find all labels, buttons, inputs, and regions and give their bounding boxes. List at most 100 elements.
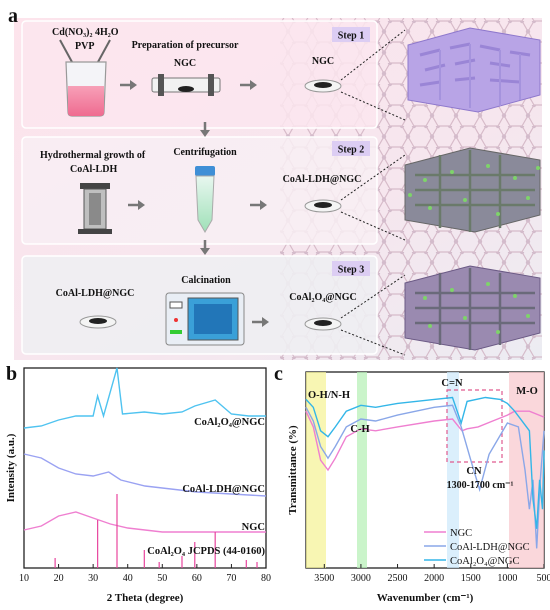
xrd-xtick-label: 40 (123, 573, 133, 584)
ftir-cn-band (447, 372, 459, 568)
legend-ngc: NGC (450, 528, 472, 539)
ftir-xtick-label: 3000 (351, 573, 371, 584)
panel-b-label: b (6, 363, 17, 385)
xrd-y-axis-label: Intensity (a.u.) (5, 433, 17, 502)
ftir-xtick-label: 2500 (388, 573, 408, 584)
step1-box (21, 20, 378, 129)
arrow-1a-head (130, 80, 137, 90)
leader-3b (340, 329, 406, 356)
ftir-xtick-label: 500 (537, 573, 550, 584)
ftir-plot-area (305, 396, 545, 549)
step2-product-text: CoAl-LDH@NGC (283, 174, 362, 185)
panel-a: a Step 1 Step 2 Step 3 Cd(NO₃)₂ 4H₂O PVP… (8, 5, 542, 360)
ftir-annotation-mo: M-O (516, 386, 538, 397)
xrd-x-axis-label: 2 Theta (degree) (107, 592, 184, 604)
ftir-x-axis-label: Wavenumber (cm⁻¹) (377, 592, 474, 604)
arrow-2b-head (260, 200, 267, 210)
xrd-x-ticks: 10 20 30 40 50 60 70 80 (19, 564, 271, 584)
beaker-icon (65, 61, 107, 117)
step3-input-text: CoAl-LDH@NGC (56, 288, 135, 299)
panel-a-label: a (8, 5, 18, 27)
xrd-xtick-label: 70 (226, 573, 236, 584)
step1-badge (332, 27, 370, 42)
step2-process-left-2: CoAl-LDH (70, 164, 117, 175)
ftir-mo-band (509, 372, 544, 568)
xrd-xtick-label: 50 (157, 573, 167, 584)
xrd-series-3 (23, 511, 266, 533)
step2-badge-text: Step 2 (338, 145, 364, 156)
leader-1a (340, 29, 406, 81)
legend-spinel: CoAl₂O₄@NGC (450, 556, 520, 567)
arrow-down-1-head (200, 130, 210, 137)
ftir-series-2 (305, 404, 545, 549)
xrd-plot-area (23, 367, 267, 568)
step1-badge-text: Step 1 (338, 31, 364, 42)
ftir-series-1 (305, 410, 545, 472)
ftir-ch-band (357, 372, 367, 568)
leader-2a (340, 154, 406, 201)
step2-process-mid: Centrifugation (173, 147, 237, 158)
ldh-ngc-3d-structure (404, 147, 541, 233)
ftir-annotation-oh: O-H/N-H (308, 390, 350, 401)
ftir-legend: NGC CoAl-LDH@NGC CoAl₂O₄@NGC (424, 528, 530, 567)
autoclave-icon (78, 183, 112, 234)
xrd-xtick-label: 30 (88, 573, 98, 584)
step1-product-text: NGC (312, 56, 334, 67)
xrd-series-label-spinel: CoAl₂O₄@NGC (194, 417, 265, 428)
leader-3a (340, 274, 406, 319)
pipette-right (97, 39, 111, 63)
ftir-xtick-label: 1000 (497, 573, 517, 584)
ftir-cn-region-box (446, 389, 503, 463)
ngc-3d-structure (407, 27, 541, 113)
petri-dish-input-icon (79, 315, 117, 329)
pipette-left (59, 39, 73, 63)
panel-c: c 3500 3000 2500 2000 1500 1000 500 Wavenumber… (274, 363, 550, 604)
ftir-series-3 (305, 396, 545, 529)
step1-process-text: Preparation of precursor (132, 40, 239, 51)
step2-process-left-1: Hydrothermal growth of (40, 150, 146, 161)
ftir-annotation-cn: CN (466, 466, 482, 477)
step2-badge (332, 141, 370, 156)
ftir-annotation-ch: C-H (350, 424, 369, 435)
xrd-series-label-ngc: NGC (242, 522, 265, 533)
arrow-2a-head (138, 200, 145, 210)
step3-process-text: Calcination (181, 275, 231, 286)
ftir-xtick-label: 1500 (461, 573, 481, 584)
step3-product-text: CoAl₂O₄@NGC (289, 292, 357, 303)
step1-process-sub-text: NGC (174, 58, 196, 69)
step1-reagent-text: Cd(NO₃)₂ 4H₂O (52, 27, 119, 38)
petri-dish-ngc-icon (304, 79, 342, 93)
petri-dish-product-icon (304, 317, 342, 331)
ftir-xtick-label: 3500 (314, 573, 334, 584)
step3-badge (332, 261, 370, 276)
panel-b: b 10 20 30 40 50 60 70 80 2 Theta (degree) Inte… (5, 363, 271, 604)
xrd-reference-label: CoAl₂O₄ JCPDS (44-0160) (147, 546, 265, 557)
spinel-ngc-3d-structure (404, 265, 541, 351)
ftir-y-axis-label: Transmittance (%) (287, 425, 299, 515)
xrd-xtick-label: 10 (19, 573, 29, 584)
xrd-series-2 (23, 453, 267, 497)
ftir-annotation-cn-range: 1300-1700 cm⁻¹ (447, 480, 514, 491)
arrow-1b-head (250, 80, 257, 90)
arrow-3-head (262, 317, 269, 327)
xrd-plot-frame (23, 367, 267, 569)
xrd-series-1 (23, 367, 266, 429)
ftir-xtick-label: 2000 (424, 573, 444, 584)
step3-badge-text: Step 3 (338, 265, 364, 276)
step1-reagent2-text: PVP (75, 41, 94, 52)
panel-c-label: c (274, 363, 283, 385)
tube-furnace-icon (151, 74, 221, 96)
petri-dish-ldh-icon (304, 199, 342, 213)
xrd-xtick-label: 60 (192, 573, 202, 584)
xrd-xtick-label: 80 (261, 573, 271, 584)
ftir-annotation-cn-double: C=N (441, 378, 463, 389)
muffle-furnace-icon (165, 292, 245, 346)
ftir-oh-band (306, 372, 326, 568)
legend-ldh: CoAl-LDH@NGC (450, 542, 530, 553)
xrd-xtick-label: 20 (54, 573, 64, 584)
centrifuge-tube-icon (195, 166, 215, 233)
ftir-x-ticks: 3500 3000 2500 2000 1500 1000 500 (314, 564, 550, 584)
ftir-plot-frame (305, 371, 545, 569)
arrow-down-2-head (200, 248, 210, 255)
